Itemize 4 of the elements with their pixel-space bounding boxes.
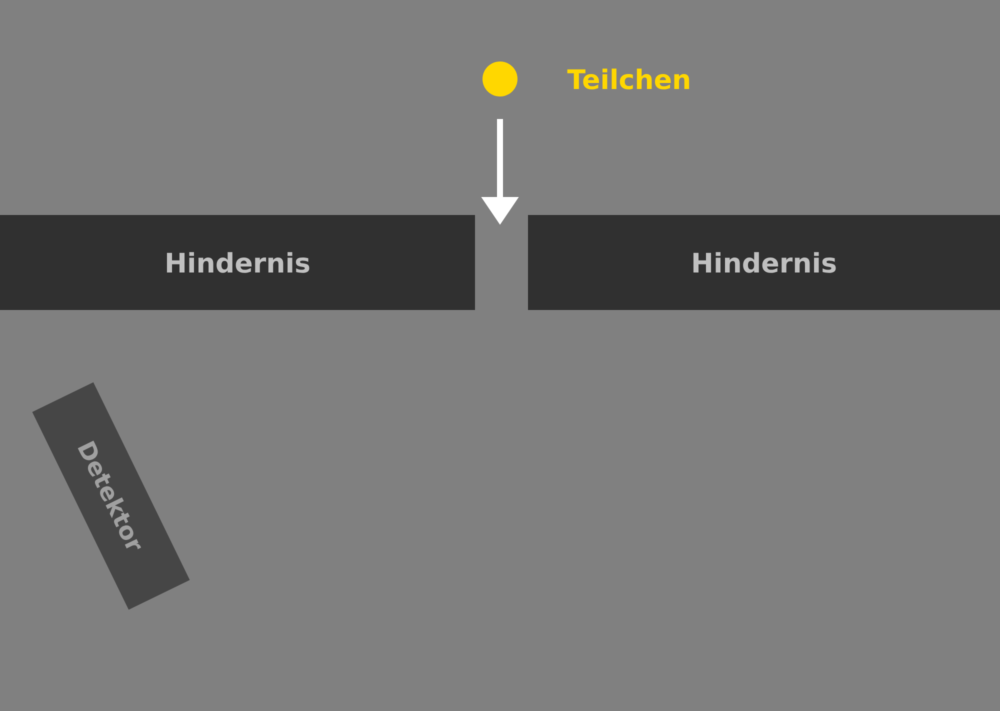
obstacle-box: Hindernis [0, 215, 475, 310]
obstacle-box: Hindernis [528, 215, 1000, 310]
particle-label: Teilchen [567, 68, 690, 90]
particle-dot [482, 62, 518, 96]
